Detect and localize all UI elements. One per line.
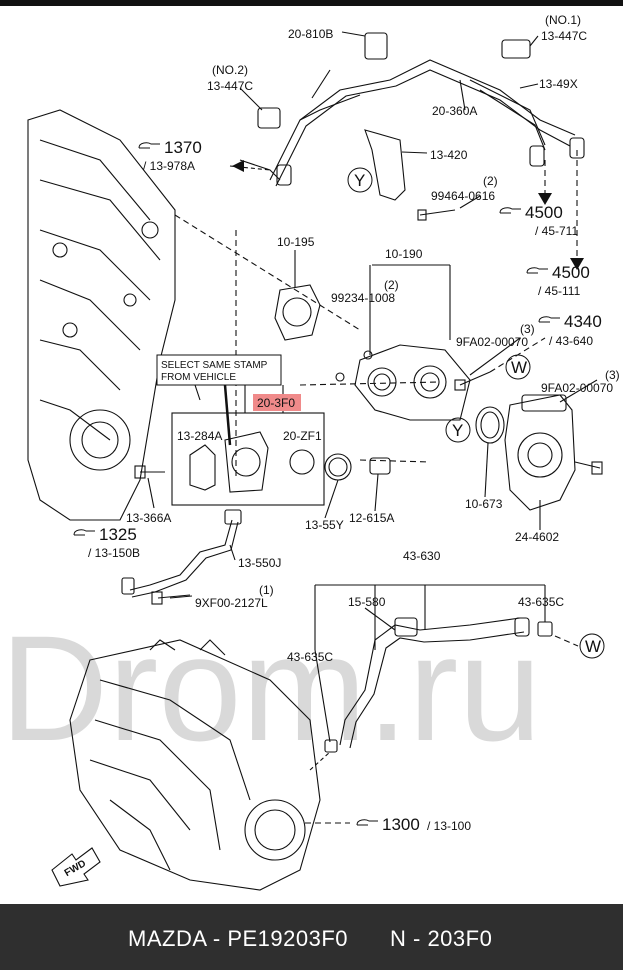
ref-number: 4500 [552, 263, 590, 282]
part-label: 10-195 [277, 235, 315, 249]
part-label: 13-49X [539, 77, 578, 91]
part-label: 43-635C [518, 595, 564, 609]
watermark: Drom.ru [0, 604, 542, 772]
highlighted-part-label: 20-3F0 [257, 396, 295, 410]
part-label: 20-ZF1 [283, 429, 322, 443]
ref-sub: / 13-100 [427, 819, 471, 833]
note-text: FROM VEHICLE [161, 372, 236, 383]
part-label: 10-190 [385, 247, 423, 261]
part-label: 13-284A [177, 429, 222, 443]
part-label: 9FA02-00070 [541, 381, 613, 395]
part-label: 43-635C [287, 650, 333, 664]
ref-number: 1300 [382, 815, 420, 834]
part-label: 10-673 [465, 497, 503, 511]
part-code-text: N - 203F0 [390, 926, 493, 951]
part-label: 13-420 [430, 148, 468, 162]
ref-number: 4500 [525, 203, 563, 222]
part-label: 20-360A [432, 104, 477, 118]
part-label: 13-447C [207, 79, 253, 93]
part-label: 12-615A [349, 511, 394, 525]
y-mark: Y [354, 171, 365, 190]
ref-sub: / 45-111 [538, 284, 581, 298]
fwd-label: FWD [63, 858, 88, 879]
part-label: 9XF00-2127L [195, 596, 268, 610]
w-mark: W [585, 637, 601, 656]
part-label: 13-366A [126, 511, 171, 525]
highlight-box [253, 394, 301, 411]
w-mark: W [511, 358, 527, 377]
qty-label: (3) [520, 322, 535, 336]
part-label: 15-580 [348, 595, 386, 609]
part-label: 13-550J [238, 556, 281, 570]
part-label: 13-55Y [305, 518, 344, 532]
footer-bar: MAZDA - PE19203F0 N - 203F0 [0, 904, 623, 970]
qty-label: (1) [259, 583, 274, 597]
qty-label: (NO.1) [545, 13, 581, 27]
y-mark: Y [452, 421, 463, 440]
qty-label: (2) [483, 174, 498, 188]
part-label: 13-447C [541, 29, 587, 43]
ref-number: 1370 [164, 138, 202, 157]
ref-number: 4340 [564, 312, 602, 331]
part-label: 20-810B [288, 27, 333, 41]
ref-sub: / 13-150B [88, 546, 140, 560]
part-label: 24-4602 [515, 530, 559, 544]
ref-sub: / 13-978A [143, 159, 195, 173]
part-label: 9FA02-00070 [456, 335, 528, 349]
part-label: 99234-1008 [331, 291, 395, 305]
ref-sub: / 43-640 [549, 334, 593, 348]
ref-sub: / 45-711 [535, 224, 578, 238]
qty-label: (2) [384, 278, 399, 292]
qty-label: (NO.2) [212, 63, 248, 77]
parts-diagram: Drom.ru [0, 13, 620, 891]
part-label: 99464-0616 [431, 189, 495, 203]
part-label: 43-630 [403, 549, 441, 563]
top-border [0, 0, 623, 6]
qty-label: (3) [605, 368, 620, 382]
part-number-text: MAZDA - PE19203F0 [128, 926, 349, 951]
note-text: SELECT SAME STAMP [161, 360, 268, 371]
ref-number: 1325 [99, 525, 137, 544]
